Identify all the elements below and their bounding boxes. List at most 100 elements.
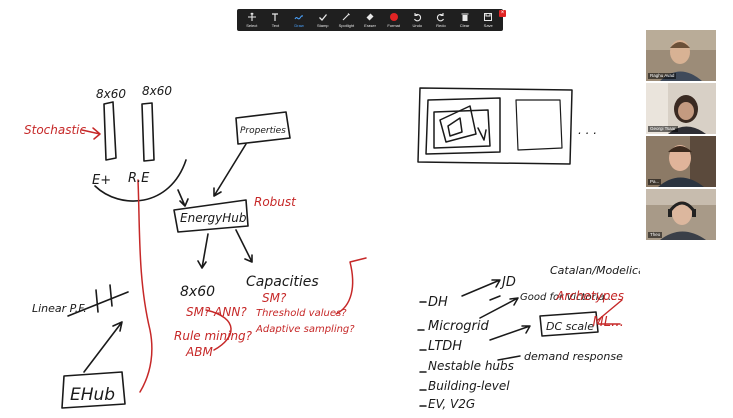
abm-label: ABM [185, 345, 213, 359]
arrow-nestable [497, 355, 521, 361]
properties-label: Properties [240, 126, 286, 136]
tool-spotlight-label: Spotlight [338, 23, 355, 28]
undo-icon [414, 13, 422, 22]
tool-format[interactable]: Format [382, 9, 406, 31]
redo-icon [436, 13, 444, 22]
nested-tick [477, 127, 487, 141]
robust-label: Robust [254, 195, 297, 209]
dc-scale-box [539, 311, 599, 337]
ehub-box [61, 371, 126, 409]
cursor-icon [247, 12, 256, 21]
stochastic-arrow [81, 127, 101, 140]
tool-select-label: Select [246, 23, 258, 28]
save-icon [484, 13, 493, 21]
note-jd: JD [499, 275, 516, 290]
participant-name: Raghu Avad [648, 73, 677, 79]
trash-icon [461, 13, 469, 21]
tool-stamp[interactable]: Stamp [311, 9, 335, 31]
tool-redo[interactable]: Redo [429, 9, 453, 31]
participant-tile[interactable]: Georgi Tsaar [646, 83, 716, 134]
toolbar-close-button[interactable]: × [499, 10, 506, 17]
draw-icon [294, 15, 304, 20]
tool-draw[interactable]: Draw [287, 9, 311, 31]
list-ltdh: LTDH [428, 339, 462, 354]
tool-stamp-label: Stamp [316, 23, 329, 28]
note-good: Good for Victoria… [520, 292, 615, 303]
tool-save-label: Save [483, 23, 493, 28]
energyhub-label: EnergyHub [180, 211, 247, 225]
red-bracket-right [335, 257, 367, 315]
stamp-icon [318, 14, 327, 21]
stack-rect-right [141, 102, 155, 162]
list-ev: EV, V2G [428, 397, 475, 411]
stack-rect-left [103, 101, 117, 161]
archetypes-label: Archetypes [555, 289, 624, 303]
participant-gallery: Raghu Avad Georgi Tsaar Pa... [646, 30, 716, 242]
pf-ticks [95, 284, 113, 313]
sm-ann-label: SM? ANN? [186, 305, 247, 319]
participant-tile[interactable]: Theo [646, 189, 716, 240]
note-demand: demand response [524, 350, 623, 363]
nested-square-a [439, 105, 477, 143]
tool-redo-label: Redo [436, 23, 446, 28]
arrow-ltdh [489, 325, 531, 341]
tool-text[interactable]: Text [264, 9, 288, 31]
note-catalan: Catalan/Modelica [550, 264, 640, 277]
participant-name: Theo [648, 232, 663, 238]
tool-clear[interactable]: Clear [453, 9, 477, 31]
tool-eraser[interactable]: Eraser [358, 9, 382, 31]
inner-frame-right [515, 99, 563, 151]
list-nestable: Nestable hubs [428, 359, 514, 373]
properties-box [235, 111, 291, 145]
label-capacities: Capacities [246, 274, 319, 290]
format-icon [389, 13, 398, 21]
tool-save[interactable]: Save [476, 9, 500, 31]
eraser-icon [366, 13, 374, 21]
tool-undo-label: Undo [412, 23, 423, 28]
dc-scale-label: DC scale [546, 320, 594, 333]
spotlight-icon [342, 13, 351, 21]
video-feed-image [646, 83, 716, 134]
threshold-label: Threshold values? [256, 308, 347, 319]
list-dashes [417, 301, 427, 407]
participant-tile[interactable]: Pa... [646, 136, 716, 187]
tool-select[interactable]: Select [240, 9, 264, 31]
label-re: R.E [128, 171, 150, 186]
right-diagram-red-text: Archetypes ML… [555, 289, 624, 330]
label-ex: E+ [92, 173, 111, 188]
right-diagram-black-text: . . . DH JD Catalan/Modelica Microgrid G… [428, 123, 640, 411]
adaptive-label: Adaptive sampling? [255, 324, 355, 335]
video-feed-image [646, 136, 716, 187]
text-icon [272, 13, 279, 21]
tool-clear-label: Clear [459, 23, 470, 28]
annotation-toolbar: Select Text Draw Stamp Spotlight Eraser … [237, 9, 506, 31]
right-dots: . . . [578, 123, 597, 137]
participant-tile[interactable]: Raghu Avad [646, 30, 716, 81]
sm2-label: SM? [262, 291, 287, 305]
tool-draw-label: Draw [294, 23, 304, 28]
left-diagram-red-lines [81, 127, 367, 393]
left-diagram-red-text: Stochastic Robust SM? ANN? Rule mining? … [24, 123, 355, 359]
merge-curve [94, 159, 187, 202]
label-8x60-bottom: 8x60 [180, 284, 215, 300]
tool-undo[interactable]: Undo [405, 9, 429, 31]
right-diagram-red-lines [597, 299, 623, 325]
outer-frame [417, 87, 573, 165]
arrow-to-capacities [235, 229, 253, 263]
tool-spotlight[interactable]: Spotlight [335, 9, 359, 31]
arrow-microgrid [479, 297, 519, 319]
archetype-arrows [597, 299, 623, 325]
red-bracket-left [205, 309, 232, 351]
energyhub-box [173, 199, 249, 233]
red-long-arrow [137, 179, 153, 393]
arrow-to-8x60 [197, 233, 209, 269]
stochastic-label: Stochastic [24, 123, 87, 137]
list-building: Building-level [428, 379, 510, 393]
list-microgrid: Microgrid [428, 319, 489, 334]
ml-label: ML… [593, 315, 624, 330]
whiteboard-canvas[interactable]: 8x60 8x60 E+ R.E Properties EnergyHub 8x… [0, 0, 640, 418]
jd-underline [489, 295, 501, 301]
label-8x60-a: 8x60 [96, 87, 126, 101]
video-feed-image [646, 189, 716, 240]
rule-mining-label: Rule mining? [174, 329, 253, 343]
